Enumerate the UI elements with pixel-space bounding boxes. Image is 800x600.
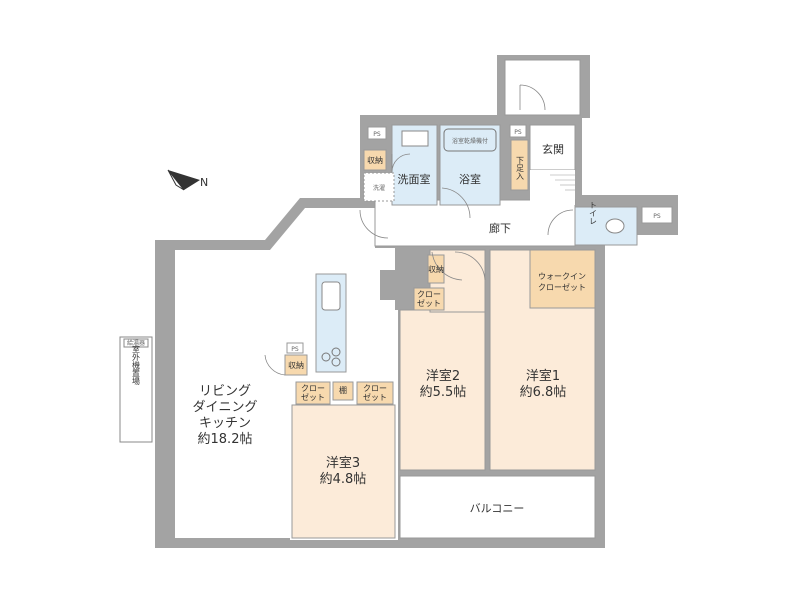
outdoor-unit-area — [119, 336, 153, 443]
bath-dryer-label: 浴室乾燥機付 — [452, 137, 488, 145]
closet2-label-1: クロー — [417, 290, 441, 299]
ps-label-1: PS — [373, 131, 381, 138]
shelf — [332, 381, 354, 401]
shoe-storage-label: 下足入 — [516, 156, 525, 180]
storage-wash-label: 収納 — [367, 155, 383, 165]
ldk-label-1: リビング — [199, 384, 251, 399]
walk-in-closet — [529, 249, 596, 309]
ldk-label-3: キッチン — [199, 416, 251, 431]
room-western-3 — [291, 404, 396, 539]
storage2-label: 収納 — [428, 264, 444, 274]
wic-label-1: ウォークイン — [538, 272, 586, 281]
toilet-label: トイレ — [589, 201, 598, 225]
western2-label: 洋室2 — [426, 368, 460, 384]
western2-area: 約5.5帖 — [420, 385, 467, 400]
corridor-label: 廊下 — [489, 221, 511, 235]
closet-2 — [413, 287, 445, 311]
closet2-label-2: ゼット — [417, 298, 441, 308]
ps-label-2: PS — [514, 129, 522, 136]
western3-area: 約4.8帖 — [320, 472, 367, 487]
shelf-label: 棚 — [339, 385, 347, 395]
closet3a-label-1: クロー — [301, 384, 325, 393]
closet-3a — [295, 381, 331, 405]
bathroom-label: 浴室 — [459, 172, 481, 186]
corridor — [374, 199, 576, 247]
closet3a-label-2: ゼット — [301, 392, 325, 402]
sink-icon — [401, 130, 429, 147]
room-western-2 — [399, 309, 486, 471]
ps-label-4: PS — [291, 346, 299, 353]
water-heater-label: 給湯器 — [127, 339, 145, 347]
door-swing-icon — [264, 153, 574, 376]
ps-label-3: PS — [653, 213, 661, 220]
shoe-storage — [510, 139, 529, 191]
svg-text:N: N — [200, 176, 208, 189]
outdoor-unit-label: 室外機置場 — [132, 344, 141, 386]
entrance — [529, 124, 576, 171]
closet3b-label-1: クロー — [363, 384, 387, 393]
compass-north-arrow-icon: N — [167, 169, 208, 191]
storage-2 — [427, 254, 445, 284]
storage-3 — [284, 354, 308, 376]
stove-icon — [321, 347, 341, 367]
storage3-label: 収納 — [288, 360, 304, 370]
wic-label-2: クローゼット — [538, 282, 586, 292]
laundry-pan — [363, 172, 395, 202]
closet-3b — [356, 381, 394, 405]
balcony — [399, 475, 596, 539]
western1-area: 約6.8帖 — [520, 385, 567, 400]
ldk-label-2: ダイニング — [192, 400, 257, 415]
storage-wash — [363, 149, 387, 171]
western1-label: 洋室1 — [526, 368, 560, 384]
toilet-icon — [605, 218, 625, 234]
western3-label: 洋室3 — [326, 455, 360, 471]
ldk-area: 約18.2帖 — [198, 432, 253, 447]
closet3b-label-2: ゼット — [363, 392, 387, 402]
water-heater — [123, 338, 149, 348]
laundry-pan-label: 洗濯 — [373, 184, 385, 192]
entrance-label: 玄関 — [542, 142, 564, 156]
washroom-label: 洗面室 — [398, 172, 431, 186]
balcony-label: バルコニー — [470, 502, 525, 515]
